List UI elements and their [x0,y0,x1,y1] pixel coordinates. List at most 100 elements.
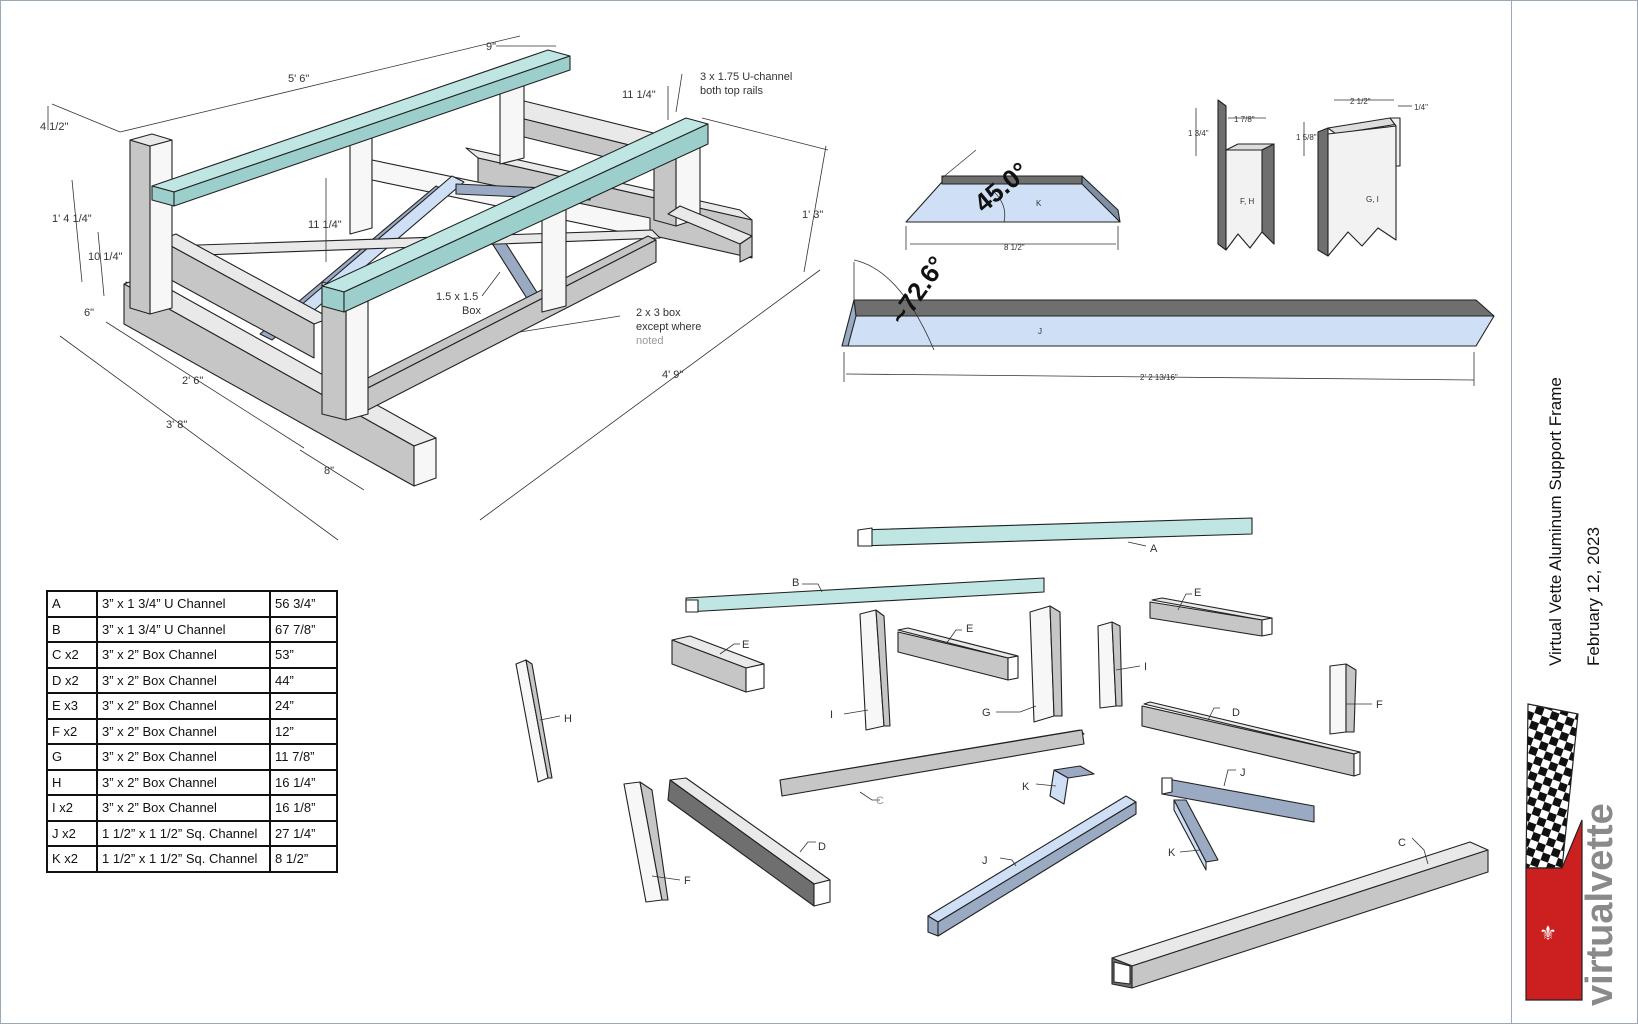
detail-gi-width: 2 1/2" [1350,97,1371,106]
part-j-left [927,795,1137,923]
part-description: 3” x 2” Box Channel [96,794,271,822]
part-length: 12” [269,717,338,745]
drawing-title: Virtual Vette Aluminum Support Frame [1546,377,1565,666]
detail-fh-height: 1 3/4" [1188,129,1209,138]
detail-gi-lip: 1/4" [1414,103,1428,112]
part-k-right [1173,799,1219,863]
brace-label: 1.5 x 1.5 [436,291,478,303]
part-c-large [1111,841,1489,967]
label-c-large: C [1398,837,1406,849]
detail-fh-profile: 1 7/8" 1 3/4" F, H [1188,99,1275,251]
part-length: 8 1/2” [269,845,338,873]
label-e-right: E [1194,587,1201,599]
part-description: 3” x 2” Box Channel [96,692,271,720]
dim-base-inner: 2' 6" [182,375,203,387]
part-description: 1 1/2” x 1 1/2” Sq. Channel [96,819,271,847]
part-id: B [46,615,98,643]
brace-type: Box [462,305,481,317]
part-length: 56 3/4” [269,590,338,618]
label-b: B [792,577,799,589]
part-id: G [46,743,98,771]
part-length: 24” [269,692,338,720]
part-length: 27 1/4” [269,819,338,847]
detail-fh-width: 1 7/8" [1234,115,1255,124]
dim-overall-height: 1' 3" [802,209,823,221]
dim-rail-height: 11 1/4" [622,89,656,101]
label-d-left: D [818,841,826,853]
dim-overall-length: 4' 9" [662,369,683,381]
label-e-mid: E [966,623,973,635]
dim-left-height: 1' 4 1/4" [52,213,92,225]
title-block-divider [1511,0,1512,1024]
part-length: 53” [269,641,338,669]
detail-k: 45.0° K 8 1/2" [905,149,1121,252]
box-note-line1: 2 x 3 box [636,307,681,319]
dim-base-length: 3' 8" [166,419,187,431]
label-f-left: F [684,875,691,887]
part-a [857,517,1253,547]
part-length: 16 1/8” [269,794,338,822]
part-id: K x2 [46,845,98,873]
label-c-mid: C [876,795,884,807]
part-length: 16 1/4” [269,768,338,796]
detail-k-length: 8 1/2" [1004,243,1025,252]
label-g: G [982,707,991,719]
part-description: 3” x 1 3/4” U Channel [96,590,271,618]
detail-gi-height: 1 5/8" [1296,133,1317,142]
label-i-right: I [1144,661,1147,673]
dim-left-offset: 4 1/2" [40,121,68,133]
box-note-line3: noted [636,335,664,347]
dim-base-end: 8" [324,465,334,477]
part-id: H [46,768,98,796]
label-i-left: I [830,709,833,721]
part-f-right [1329,663,1347,735]
part-id: E x3 [46,692,98,720]
drawing-date: February 12, 2023 [1584,527,1603,666]
part-id: C x2 [46,641,98,669]
label-k-mid: K [1022,781,1030,793]
part-description: 3” x 2” Box Channel [96,666,271,694]
virtualvette-logo: ⚜ virtualvette [1525,703,1621,1006]
part-description: 3” x 2” Box Channel [96,717,271,745]
part-description: 3” x 2” Box Channel [96,743,271,771]
label-h: H [564,713,572,725]
label-a: A [1150,543,1158,555]
exploded-parts: A B E I E G I [515,517,1489,989]
detail-j: ~72.6° J 2' 2 13/16" [841,251,1495,386]
part-description: 3” x 1 3/4” U Channel [96,615,271,643]
label-f-right: F [1376,699,1383,711]
dim-top-length: 5' 6" [288,73,309,85]
dim-top-width: 9" [486,41,496,53]
label-k-right: K [1168,847,1176,859]
part-id: A [46,590,98,618]
rail-note-line2: both top rails [700,85,763,97]
logo-text: virtualvette [1579,803,1621,1006]
part-description: 3” x 2” Box Channel [96,641,271,669]
part-id: I x2 [46,794,98,822]
rail-note-line1: 3 x 1.75 U-channel [700,71,792,83]
part-length: 11 7/8” [269,743,338,771]
detail-gi-profile: 2 1/2" 1 5/8" 1/4" G, I [1296,97,1428,257]
detail-j-length: 2' 2 13/16" [1140,373,1178,382]
part-id: D x2 [46,666,98,694]
part-length: 44” [269,666,338,694]
part-id: J x2 [46,819,98,847]
detail-k-label: K [1036,199,1042,208]
box-note-line2: except where [636,321,701,333]
dim-post-height: 11 1/4" [308,219,342,231]
part-id: F x2 [46,717,98,745]
dim-inner-height: 10 1/4" [88,251,123,263]
detail-fh-label: F, H [1240,197,1254,206]
